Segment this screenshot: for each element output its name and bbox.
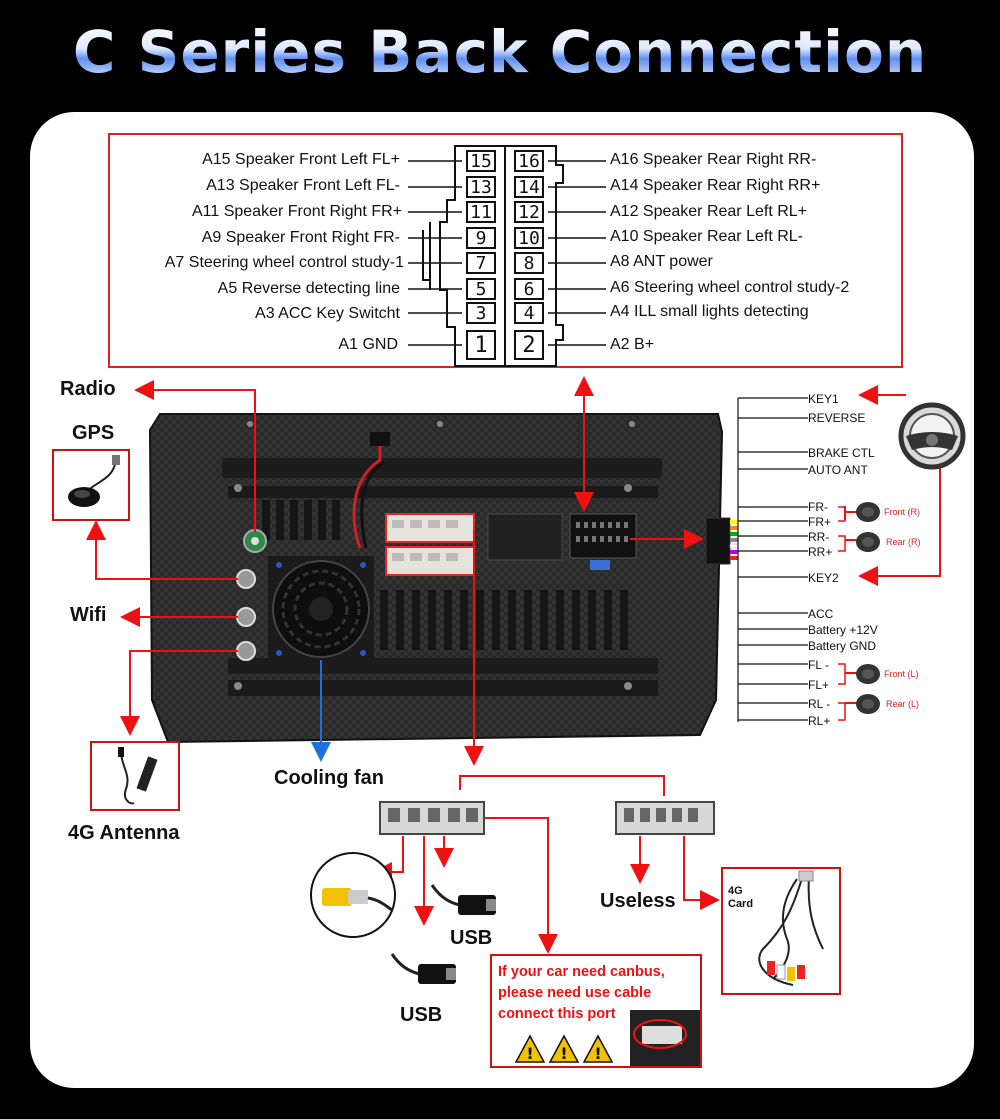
pin-3: 3 [466,302,496,324]
label-4g-card-line1: 4G [728,885,743,897]
pin-7: 7 [466,252,496,274]
pin-5: 5 [466,278,496,300]
wire-fr-minus: FR- [808,500,828,514]
label-wifi: Wifi [70,604,107,626]
canbus-line-3: connect this port [498,1006,616,1022]
pin-label-a3: A3 ACC Key Switcht [255,305,400,322]
pin-label-a9: A9 Speaker Front Right FR- [201,229,400,246]
wire-rl-plus: RL+ [808,714,831,728]
pin-11: 11 [466,201,496,223]
speaker-label-front-r: Front (R) [884,507,920,517]
wire-rr-plus: RR+ [808,545,833,559]
wire-rr-minus: RR- [808,530,830,544]
pin-1: 1 [466,330,496,360]
pin-label-a15: A15 Speaker Front Left FL+ [202,151,400,168]
wire-reverse: REVERSE [808,411,866,425]
wire-fl-minus: FL - [808,658,829,672]
harness-connector-right [615,801,715,835]
antenna-4g-box [90,741,180,811]
canbus-note: If your car need canbus, please need use… [490,954,702,1068]
pin-table [108,133,903,368]
label-4g-card-line2: Card [728,898,754,910]
label-4g-antenna: 4G Antenna [68,822,180,844]
page-title: C Series Back Connection [72,18,928,86]
antenna-4g-icon [118,746,158,805]
pin-label-a2: A2 B+ [610,336,655,353]
pin-label-a4: A4 ILL small lights detecting [610,303,809,320]
label-useless: Useless [600,890,676,912]
pin-13: 13 [466,176,496,198]
speaker-label-rear-r: Rear (R) [886,537,921,547]
speaker-rear-r-icon [856,532,880,552]
gps-box [52,449,130,521]
pin-15: 15 [466,150,496,172]
svg-text:!: ! [594,1044,601,1063]
rca-connector-icon [310,852,396,938]
label-usb-2: USB [400,1004,443,1026]
pin-label-a5: A5 Reverse detecting line [217,280,400,297]
wire-auto-ant: AUTO ANT [808,463,868,477]
pin-8: 8 [514,252,544,274]
speaker-label-rear-l: Rear (L) [886,699,920,709]
label-cooling-fan: Cooling fan [274,767,384,789]
wire-acc: ACC [808,607,834,621]
harness-connector-left [379,801,485,835]
label-radio: Radio [60,378,116,400]
speaker-front-r-icon [856,502,880,522]
gps-antenna-icon [68,455,120,507]
speaker-rear-l-icon [856,694,880,714]
usb-connector-icon-2 [390,953,456,984]
pin-16: 16 [514,150,544,172]
svg-text:!: ! [526,1044,533,1063]
label-gps: GPS [72,422,115,444]
pin-label-a1: A1 GND [338,336,398,353]
pin-label-a8: A8 ANT power [610,253,713,270]
svg-text:!: ! [560,1044,567,1063]
harness-cables-icon [758,870,824,986]
pin-10: 10 [514,227,544,249]
label-4g-card: 4G Card [728,885,753,911]
wire-fl-plus: FL+ [808,678,830,692]
wire-battery-gnd: Battery GND [808,639,877,653]
pin-14: 14 [514,176,544,198]
canbus-text: If your car need canbus, please need use… [498,962,665,1025]
pin-12: 12 [514,201,544,223]
wire-key1: KEY1 [808,392,839,406]
pin-label-a12: A12 Speaker Rear Left RL+ [610,203,808,220]
speaker-front-l-icon [856,664,880,684]
warning-icons: !!! [514,1010,700,1066]
pin-label-a16: A16 Speaker Rear Right RR- [610,151,817,168]
wire-rl-minus: RL - [808,697,831,711]
pin-label-a11: A11 Speaker Front Right FR+ [191,203,402,220]
pin-label-a7: A7 Steering wheel control study-1 [164,254,404,271]
pin-6: 6 [514,278,544,300]
pin-label-a13: A13 Speaker Front Left FL- [206,177,400,194]
wire-fr-plus: FR+ [808,515,832,529]
wire-key2: KEY2 [808,571,839,585]
canbus-line-2: please need use cable [498,985,652,1001]
pin-2: 2 [514,330,544,360]
steering-wheel-icon [898,402,966,470]
usb-connector-icon-1 [430,884,496,915]
pin-label-a14: A14 Speaker Rear Right RR+ [610,177,821,194]
canbus-line-1: If your car need canbus, [498,964,665,980]
label-usb-1: USB [450,927,493,949]
pin-label-a6: A6 Steering wheel control study-2 [610,279,850,296]
wire-battery-12v: Battery +12V [808,623,878,637]
harness-4g-card-box [721,867,841,995]
pin-9: 9 [466,227,496,249]
speaker-label-front-l: Front (L) [884,669,919,679]
pin-4: 4 [514,302,544,324]
wire-brake: BRAKE CTL [808,446,875,460]
pin-label-a10: A10 Speaker Rear Left RL- [610,228,803,245]
